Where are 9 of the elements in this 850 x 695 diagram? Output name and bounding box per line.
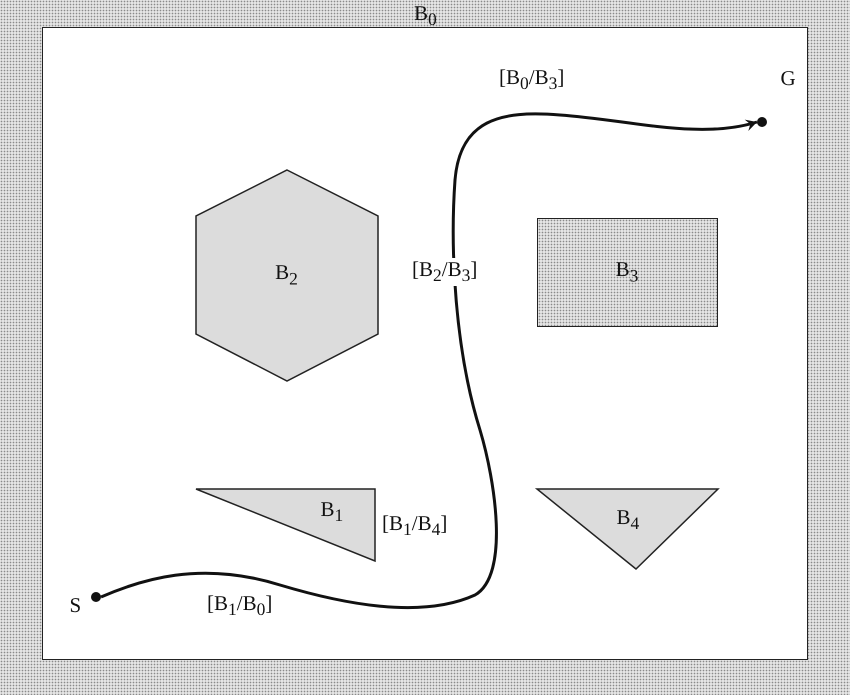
rectangle-obstacle (536, 218, 718, 326)
path-arrow (100, 112, 757, 608)
obstacle-label: B$_{4}$ (616, 506, 640, 532)
obstacle-label: B$_{0}$ (414, 3, 437, 29)
goal-label: G (780, 68, 796, 88)
start-label: S (70, 594, 82, 616)
obstacle-label: B$_{2}$ (275, 262, 298, 288)
obstacle-label: B$_{3}$ (616, 259, 638, 285)
obstacle-label: B$_{1}$ (320, 498, 344, 524)
